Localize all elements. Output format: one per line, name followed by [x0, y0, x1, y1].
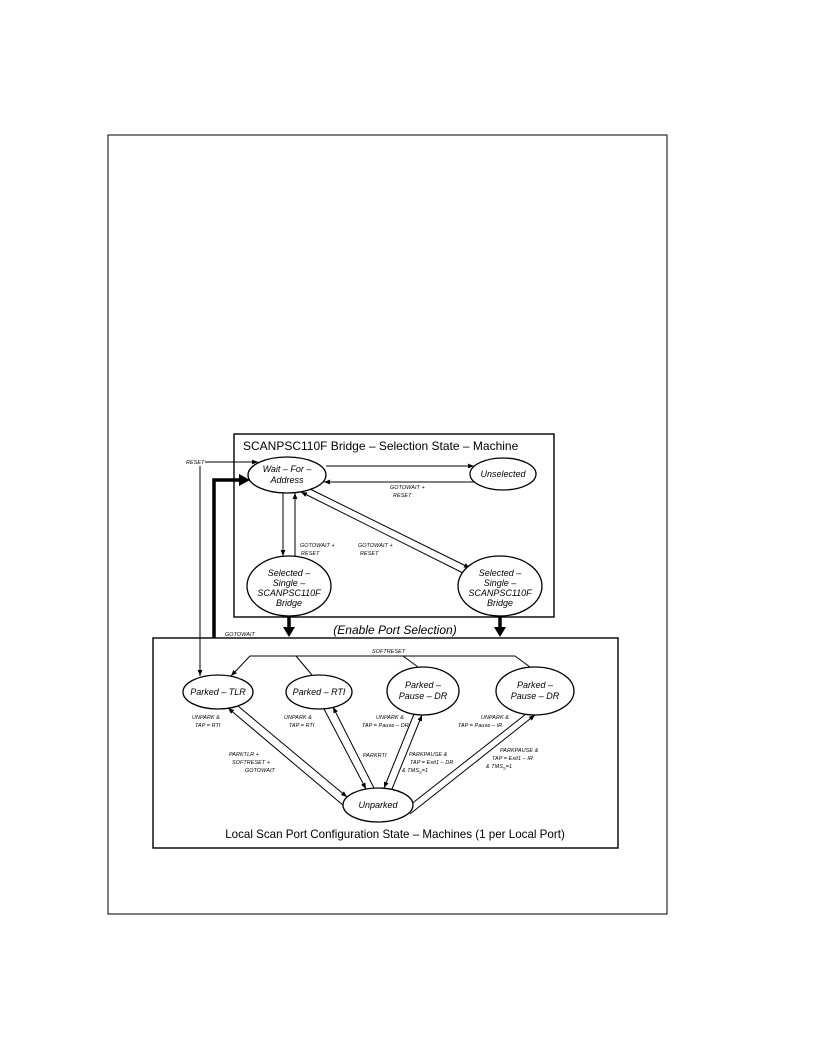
park-to-tlr-arrow	[227, 707, 345, 807]
selected-left-to-wait-label-line2: RESET	[301, 551, 320, 557]
enable-port-arrow-left-head	[283, 627, 295, 637]
park-tlr-label-line3: GOTOWAIT	[245, 768, 276, 774]
unpark-pause-dr-label-line1: UNPARK &	[376, 715, 404, 721]
state-unselected: Unselected	[469, 457, 537, 491]
state-wait-for-address: Wait – For – Address	[247, 456, 327, 494]
unpark-pause-dr-label-line2: TAP = Pause – DR	[362, 723, 409, 729]
park-pause-ir-tms-suffix: =1	[506, 764, 512, 770]
state-selected-right-ellipse	[457, 555, 543, 617]
selected-left-to-wait-label-line1: GOTOWAIT +	[300, 543, 335, 549]
local-scan-port-machine-title: Local Scan Port Configuration State – Ma…	[225, 828, 565, 841]
park-pause-dr-label-line2: TAP = Exit1 – DR	[410, 760, 453, 766]
park-pause-dr-tms-suffix: =1	[422, 768, 428, 774]
gotowait-feedback-arrowhead	[239, 474, 250, 486]
gotowait-feedback-line	[212, 478, 240, 638]
state-selected-right-line1: Selected –	[479, 568, 523, 578]
state-unparked: Unparked	[342, 787, 414, 823]
selection-state-machine-box	[233, 433, 555, 618]
state-wait-for-address-line1: Wait – For –	[263, 464, 313, 474]
unpark-tlr-label-line2: TAP = RTI	[195, 723, 221, 729]
unpark-from-pause-dr-arrow	[383, 713, 415, 789]
enable-port-selection-label: (Enable Port Selection)	[333, 623, 456, 637]
park-pause-dr-label-line1: PARKPAUSE &	[409, 752, 448, 758]
state-wait-for-address-ellipse	[247, 456, 327, 494]
selected-right-to-wait-label-line1: GOTOWAIT +	[358, 543, 393, 549]
park-tlr-label-line1: PARKTLR +	[229, 752, 259, 758]
state-unselected-ellipse	[469, 457, 537, 491]
selected-right-to-wait-label-line2: RESET	[360, 551, 379, 557]
softreset-from-pause-ir-line	[514, 655, 531, 668]
state-selected-right-line2: Single –	[484, 578, 518, 588]
state-selected-right: Selected – Single – SCANPSC110F Bridge	[457, 555, 543, 617]
park-to-pause-dr-arrow	[391, 714, 423, 790]
state-unparked-ellipse	[342, 787, 414, 823]
state-parked-pause-dr-ellipse	[386, 666, 460, 716]
unpark-tlr-label-line1: UNPARK &	[192, 715, 220, 721]
wait-to-selected-right-arrow	[309, 488, 471, 569]
softreset-from-pause-dr-line	[402, 655, 419, 668]
park-to-pause-ir-arrow	[409, 714, 536, 815]
state-selected-left-line2: Single –	[273, 578, 307, 588]
unpark-from-pause-ir-arrow	[404, 713, 527, 810]
state-parked-tlr: Parked – TLR	[182, 674, 254, 710]
unpark-from-tlr-arrow	[237, 705, 348, 798]
park-rti-label: PARKRTI	[363, 753, 387, 759]
state-selected-left-line3: SCANPSC110F	[257, 588, 321, 598]
state-selected-right-line4: Bridge	[487, 598, 513, 608]
unpark-pause-ir-label-line1: UNPARK &	[481, 715, 509, 721]
state-selected-left-line1: Selected –	[268, 568, 312, 578]
state-parked-pause-dr-line2: Pause – DR	[399, 691, 448, 701]
park-pause-dr-label-line3: & TMSS=1	[402, 768, 428, 775]
park-pause-ir-label-line2: TAP = Exit1 – IR	[492, 756, 533, 762]
park-pause-ir-label-line3: & TMSS=1	[486, 764, 512, 771]
state-selected-left-ellipse	[246, 555, 332, 617]
gotowait-label: GOTOWAIT	[225, 632, 256, 638]
softreset-label: SOFTRESET	[372, 649, 406, 655]
unpark-from-rti-arrow	[323, 708, 367, 790]
state-parked-rti: Parked – RTI	[285, 674, 353, 710]
state-parked-tlr-line1: Parked – TLR	[190, 687, 246, 697]
state-selected-left-line4: Bridge	[276, 598, 302, 608]
selected-right-to-wait-arrow	[300, 491, 466, 575]
state-unparked-line1: Unparked	[358, 800, 398, 810]
enable-port-arrow-right-head	[494, 627, 506, 637]
park-pause-dr-tms-prefix: & TMS	[402, 768, 419, 774]
unpark-pause-ir-label-line2: TAP = Pause – IR	[458, 723, 502, 729]
unpark-rti-label-line1: UNPARK &	[284, 715, 312, 721]
park-to-rti-arrow	[332, 706, 375, 789]
park-pause-ir-tms-prefix: & TMS	[486, 764, 503, 770]
softreset-bus-arrow	[230, 655, 515, 677]
park-pause-ir-label-line1: PARKPAUSE &	[500, 748, 539, 754]
state-parked-tlr-ellipse	[182, 674, 254, 710]
unselected-to-wait-label-line2: RESET	[393, 493, 412, 499]
state-parked-pause-dr: Parked – Pause – DR	[386, 666, 460, 716]
local-scan-port-machine-box	[152, 637, 619, 849]
state-parked-rti-ellipse	[285, 674, 353, 710]
reset-label: RESET	[186, 460, 205, 466]
state-unselected-line1: Unselected	[480, 469, 526, 479]
softreset-from-rti-line	[295, 655, 313, 676]
state-parked-pause-ir-line1: Parked –	[517, 680, 554, 690]
park-tlr-label-line2: SOFTRESET +	[232, 760, 270, 766]
state-selected-left: Selected – Single – SCANPSC110F Bridge	[246, 555, 332, 617]
selection-state-machine-title: SCANPSC110F Bridge – Selection State – M…	[243, 439, 519, 453]
unselected-to-wait-label-line1: GOTOWAIT +	[390, 485, 425, 491]
state-selected-right-line3: SCANPSC110F	[468, 588, 532, 598]
state-parked-pause-ir-ellipse	[495, 666, 575, 716]
park-pause-ir-tms-subscript: S	[503, 766, 506, 771]
unpark-rti-label-line2: TAP = RTI	[289, 723, 315, 729]
state-wait-for-address-line2: Address	[269, 475, 304, 485]
state-parked-pause-ir-line2: Pause – DR	[511, 691, 560, 701]
park-pause-dr-tms-subscript: S	[419, 770, 422, 775]
state-parked-pause-ir: Parked – Pause – DR	[495, 666, 575, 716]
state-parked-rti-line1: Parked – RTI	[293, 687, 346, 697]
state-parked-pause-dr-line1: Parked –	[405, 680, 442, 690]
